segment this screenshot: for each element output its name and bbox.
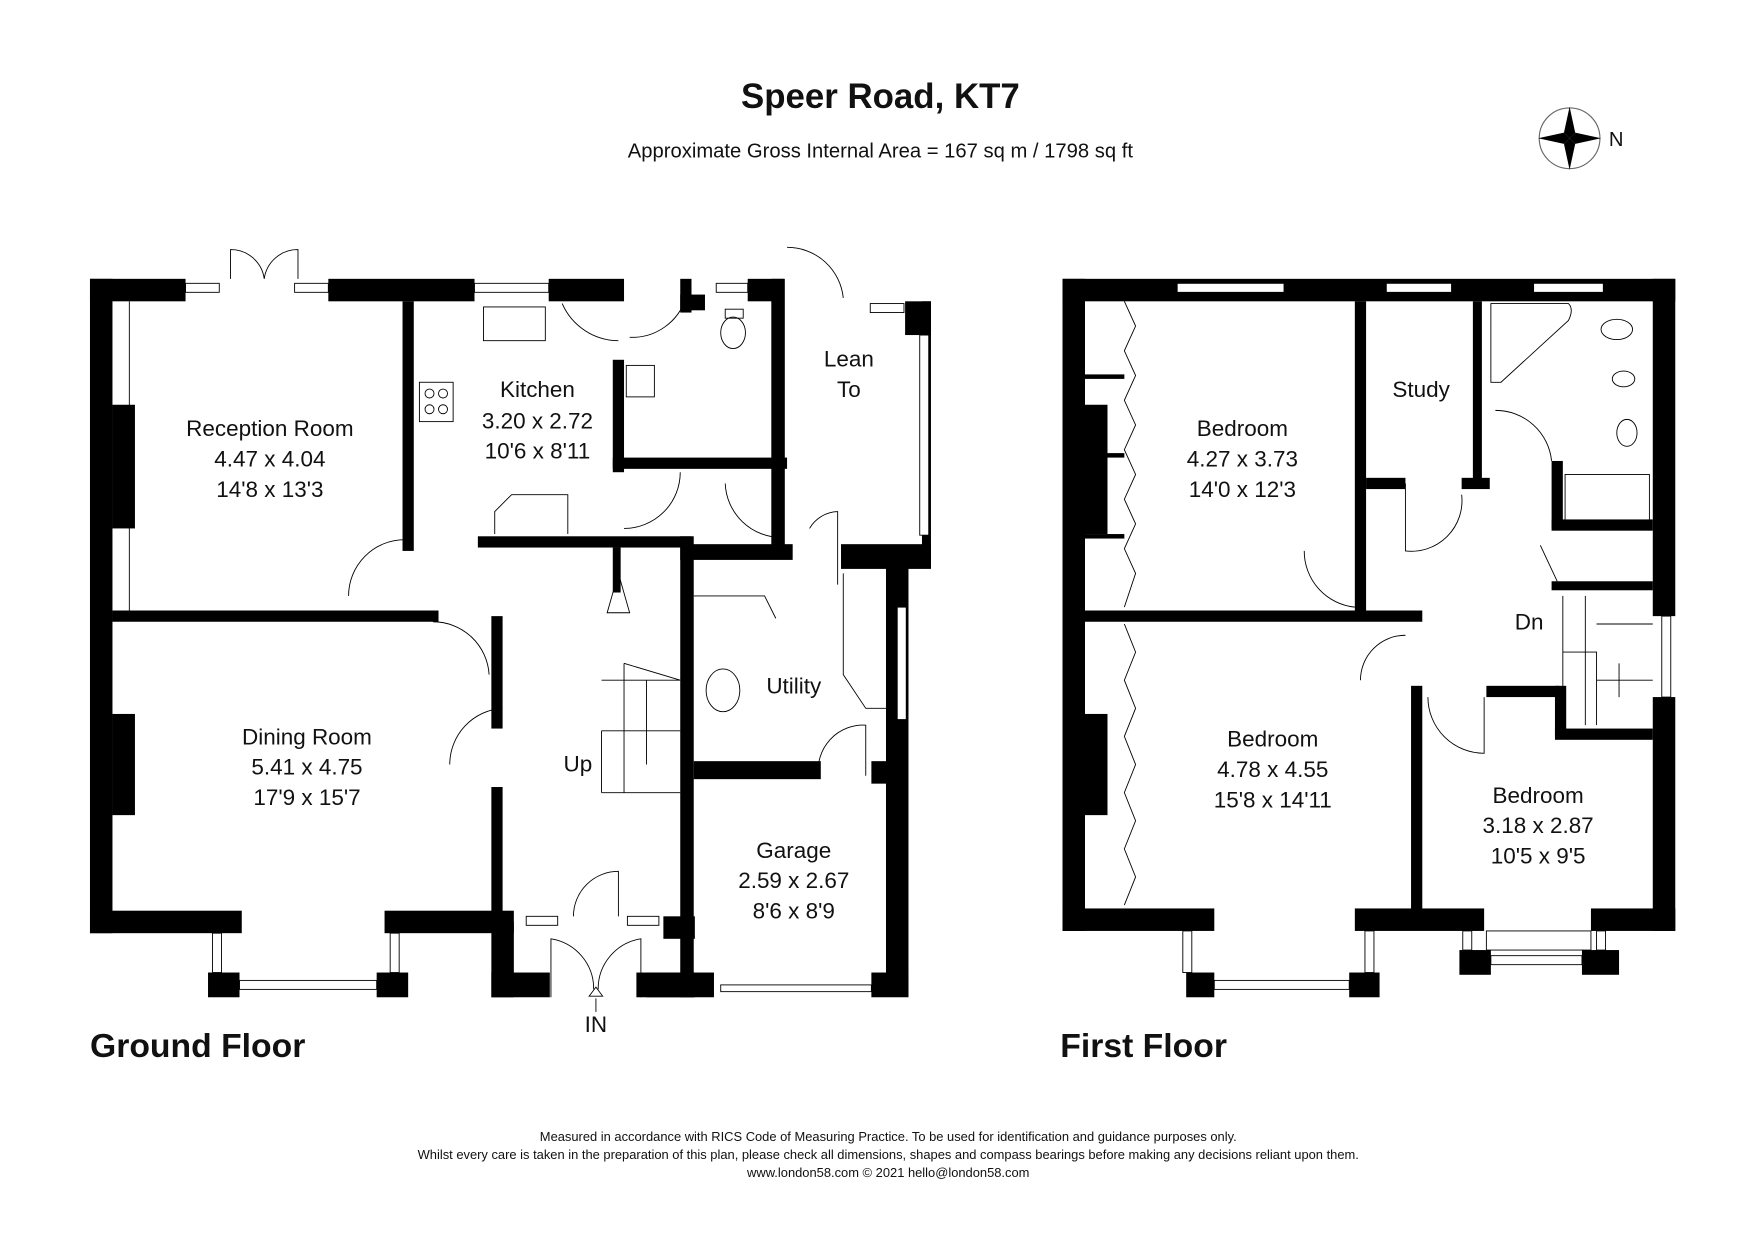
- ground-floor-plan: [89, 246, 931, 1012]
- area-subtitle: Approximate Gross Internal Area = 167 sq…: [628, 140, 1134, 162]
- svg-text:Kitchen: Kitchen: [500, 377, 575, 402]
- room-bedroom-3: Bedroom 3.18 x 2.87 10'5 x 9'5: [1483, 783, 1594, 869]
- entrance-arrow-icon: [588, 986, 604, 1012]
- svg-text:10'6 x 8'11: 10'6 x 8'11: [485, 439, 591, 464]
- entrance-label: IN: [585, 1012, 607, 1037]
- room-garage: Garage 2.59 x 2.67 8'6 x 8'9: [738, 838, 849, 924]
- footer-contact: www.london58.com © 2021 hello@london58.c…: [746, 1165, 1029, 1180]
- svg-text:Bedroom: Bedroom: [1493, 783, 1584, 808]
- svg-text:3.18 x 2.87: 3.18 x 2.87: [1483, 813, 1594, 838]
- first-floor-plan: [1062, 278, 1676, 998]
- svg-text:4.78 x 4.55: 4.78 x 4.55: [1217, 757, 1328, 782]
- svg-text:14'0 x 12'3: 14'0 x 12'3: [1189, 477, 1296, 502]
- room-lean-to: Lean To: [824, 347, 874, 402]
- room-bedroom-2: Bedroom 4.78 x 4.55 15'8 x 14'11: [1214, 727, 1332, 813]
- svg-text:Bedroom: Bedroom: [1197, 416, 1288, 441]
- room-study: Study: [1392, 377, 1450, 402]
- svg-text:Bedroom: Bedroom: [1227, 727, 1318, 752]
- room-utility: Utility: [766, 674, 822, 699]
- svg-text:8'6 x 8'9: 8'6 x 8'9: [753, 899, 835, 924]
- svg-text:4.47 x 4.04: 4.47 x 4.04: [214, 447, 325, 472]
- svg-text:Garage: Garage: [756, 838, 831, 863]
- footer-disclaimer-1: Measured in accordance with RICS Code of…: [540, 1129, 1237, 1144]
- compass-north-label: N: [1609, 129, 1624, 151]
- svg-text:14'8 x 13'3: 14'8 x 13'3: [216, 477, 323, 502]
- svg-text:4.27 x 3.73: 4.27 x 3.73: [1187, 447, 1298, 472]
- svg-text:3.20 x 2.72: 3.20 x 2.72: [482, 408, 593, 433]
- room-kitchen: Kitchen 3.20 x 2.72 10'6 x 8'11: [482, 377, 593, 464]
- svg-text:Lean: Lean: [824, 347, 874, 372]
- first-floor-label: First Floor: [1060, 1027, 1227, 1065]
- footer-disclaimer-2: Whilst every care is taken in the prepar…: [418, 1147, 1359, 1162]
- svg-text:5.41 x 4.75: 5.41 x 4.75: [251, 755, 362, 780]
- svg-text:2.59 x 2.67: 2.59 x 2.67: [738, 868, 849, 893]
- compass-icon: [1538, 106, 1602, 170]
- stairs-down-label: Dn: [1515, 610, 1544, 635]
- svg-text:Reception Room: Reception Room: [186, 416, 353, 441]
- svg-text:17'9 x 15'7: 17'9 x 15'7: [253, 785, 360, 810]
- room-bedroom-1: Bedroom 4.27 x 3.73 14'0 x 12'3: [1187, 416, 1298, 502]
- stairs-up-label: Up: [564, 751, 593, 776]
- svg-text:To: To: [837, 377, 861, 402]
- plan-title: Speer Road, KT7: [741, 77, 1020, 116]
- svg-text:15'8 x 14'11: 15'8 x 14'11: [1214, 787, 1332, 812]
- svg-text:10'5 x 9'5: 10'5 x 9'5: [1491, 843, 1586, 868]
- svg-text:Dining Room: Dining Room: [242, 724, 372, 749]
- room-reception: Reception Room 4.47 x 4.04 14'8 x 13'3: [186, 416, 353, 502]
- room-dining: Dining Room 5.41 x 4.75 17'9 x 15'7: [242, 724, 372, 810]
- ground-floor-label: Ground Floor: [90, 1027, 305, 1065]
